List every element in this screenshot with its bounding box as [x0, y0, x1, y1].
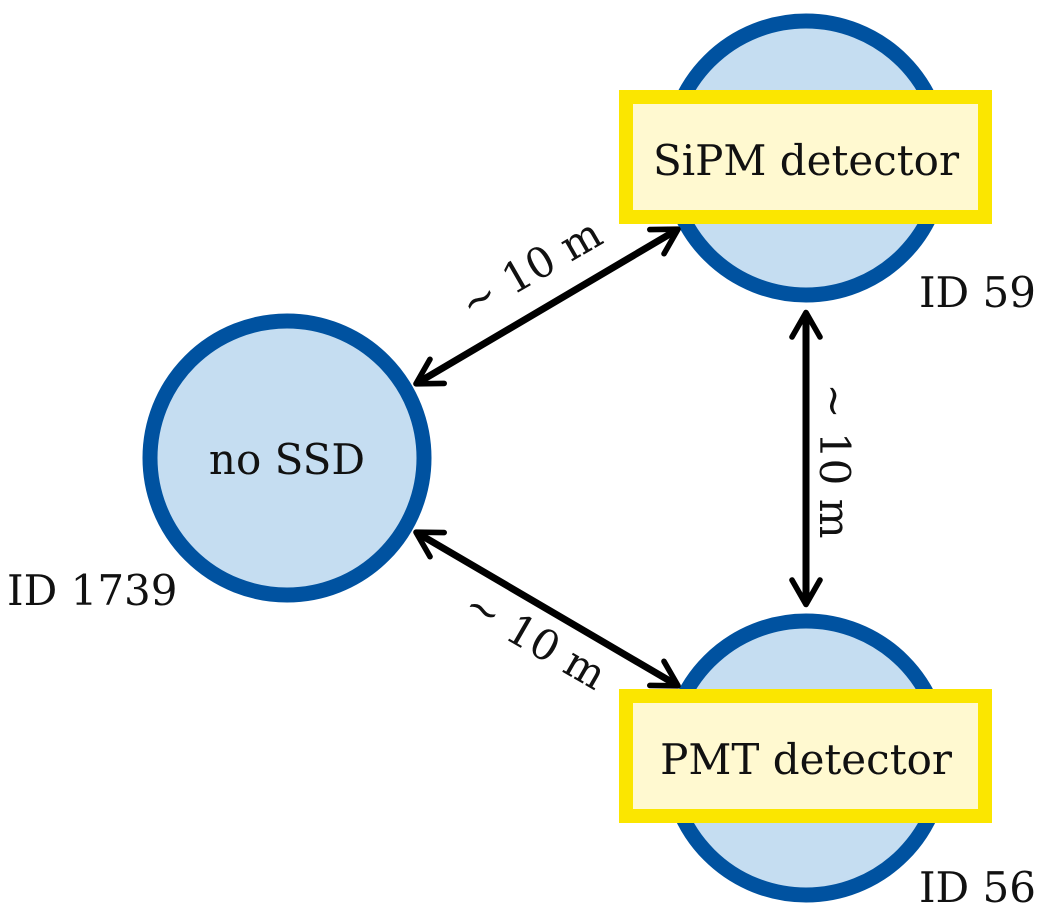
arrow-center-top	[413, 226, 681, 387]
sipm-detector-box	[619, 90, 992, 224]
station-top: SiPM detector ID 59	[619, 13, 1036, 317]
station-center-circle	[142, 313, 432, 603]
sipm-detector-label: SiPM detector	[653, 136, 960, 185]
distance-label-top-bottom: ∼ 10 m	[810, 383, 859, 538]
pmt-detector-box	[619, 689, 992, 823]
distance-label-center-top: ∼ 10 m	[451, 208, 610, 328]
station-center-label: no SSD	[209, 435, 365, 484]
station-bottom: PMT detector ID 56	[619, 613, 1036, 911]
station-center-id-label: ID 1739	[7, 566, 178, 615]
station-center: no SSD ID 1739	[7, 313, 432, 615]
station-bottom-id-label: ID 56	[919, 863, 1036, 911]
distance-arrows	[413, 226, 823, 689]
pmt-detector-label: PMT detector	[660, 735, 953, 784]
station-top-id-label: ID 59	[919, 268, 1036, 317]
arrow-center-bottom	[413, 529, 681, 689]
distance-label-center-bottom: ∼ 10 m	[456, 579, 615, 699]
